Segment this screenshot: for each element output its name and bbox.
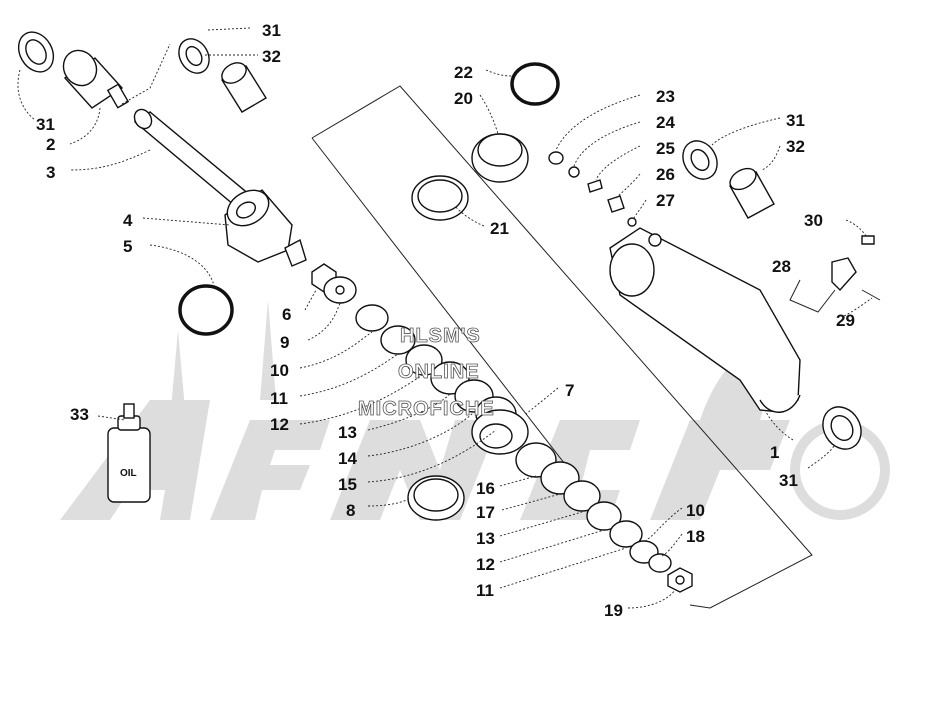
callout-label: 31 [779, 471, 798, 490]
part-5-o-ring [178, 284, 234, 336]
callout-label: 32 [262, 47, 281, 66]
watermark-line-2: ONLINE [398, 361, 480, 383]
callout-label: 25 [656, 139, 675, 158]
part-19-nut [667, 567, 693, 593]
callout-label: 22 [454, 63, 473, 82]
part-23-fitting [548, 151, 564, 165]
callout-label: 17 [476, 503, 495, 522]
part-11-washer [380, 325, 416, 355]
part-10-washer [355, 304, 389, 332]
callout-label: 21 [490, 219, 509, 238]
callout-label: 30 [804, 211, 823, 230]
callout-label: 31 [36, 115, 55, 134]
part-30-screw [861, 235, 875, 245]
part-22-o-ring [510, 62, 560, 106]
callout-label: 11 [270, 389, 288, 408]
callout-label: 12 [270, 415, 289, 434]
part-31-cap-top [178, 38, 210, 74]
callout-label: 33 [70, 405, 89, 424]
callout-label: 19 [604, 601, 623, 620]
callout-label: 13 [476, 529, 495, 548]
part-32-sleeve-top [221, 62, 267, 113]
callout-label: 8 [346, 501, 355, 520]
callout-label: 14 [338, 449, 357, 468]
callout-label: 2 [46, 135, 55, 154]
callout-label: 31 [786, 111, 805, 130]
callout-label: 27 [656, 191, 675, 210]
part-20-cap [471, 133, 529, 183]
part-33-oil-bottle: OIL [107, 403, 151, 503]
part-13-washer-lower [563, 480, 601, 512]
part-2-bushing [62, 49, 130, 109]
callout-label: 11 [476, 581, 494, 600]
callout-label: 31 [262, 21, 281, 40]
callout-label: 10 [686, 501, 705, 520]
callout-label: 7 [565, 381, 574, 400]
callout-label: 16 [476, 479, 495, 498]
part-32-sleeve-right [729, 167, 775, 219]
part-28-valve-fitting [831, 257, 857, 292]
part-11-washer-lower [609, 520, 643, 548]
assembly-frame [311, 85, 813, 609]
callout-label: 26 [656, 165, 675, 184]
callout-label: 29 [836, 311, 855, 330]
callout-label: 13 [338, 423, 357, 442]
callout-label: 32 [786, 137, 805, 156]
part-4-shock-body [224, 189, 307, 267]
callout-label: 9 [280, 333, 289, 352]
part-29-pin [861, 289, 881, 301]
part-31-cap-topleft [17, 31, 55, 73]
part-24-ball [568, 166, 580, 178]
washer-hole [335, 285, 345, 295]
part-7-piston [471, 409, 529, 455]
callout-label: 12 [476, 555, 495, 574]
callout-label: 5 [123, 237, 132, 256]
callout-label: 3 [46, 163, 55, 182]
part-31-cap-right [682, 140, 718, 180]
part-12-washer [405, 344, 443, 376]
bracket-28 [789, 279, 836, 313]
part-26-plug [607, 195, 625, 213]
callout-label: 24 [656, 113, 675, 132]
callout-label: 4 [123, 211, 133, 230]
part-1-shock-body [609, 227, 801, 413]
oil-label: OIL [120, 468, 137, 479]
watermark-line-3: MICROFICHE [358, 398, 495, 420]
callout-label: 1 [770, 443, 779, 462]
part-27-ball [627, 217, 637, 227]
leader-lines [17, 27, 873, 609]
watermark-line-1: HLSM'S [400, 325, 481, 347]
callout-label: 20 [454, 89, 473, 108]
part-8-ring [407, 475, 465, 521]
callout-labels: 1 2 3 4 5 6 7 8 9 10 10 11 11 12 12 13 1… [36, 21, 855, 620]
part-31-cap-bottom [822, 406, 862, 450]
callout-label: 15 [338, 475, 357, 494]
watermark-text: HLSM'S ONLINE MICROFICHE [358, 325, 495, 421]
part-18-washer [648, 553, 672, 573]
callout-label: 6 [282, 305, 291, 324]
callout-label: 10 [270, 361, 289, 380]
callout-label: 28 [772, 257, 791, 276]
callout-label: 23 [656, 87, 675, 106]
part-25-spring [587, 179, 603, 193]
callout-label: 18 [686, 527, 705, 546]
part-21-ring [411, 175, 469, 221]
